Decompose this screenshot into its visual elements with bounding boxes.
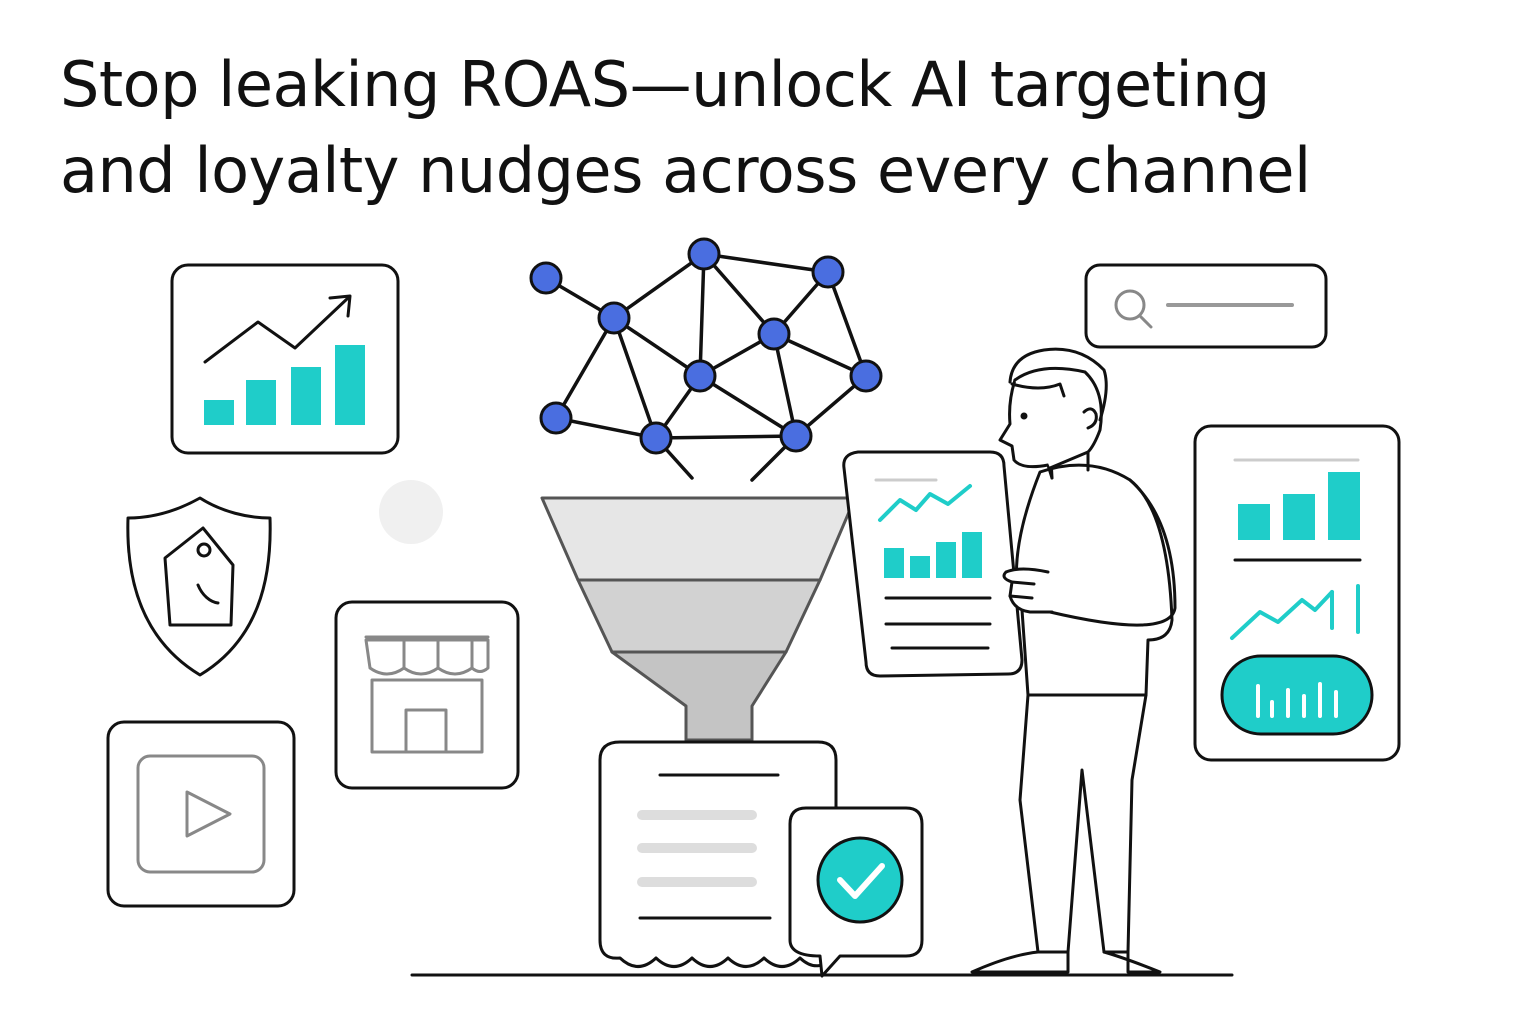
decorative-dot — [379, 480, 443, 544]
shield-tag-icon — [126, 496, 272, 677]
neural-network-icon — [529, 237, 883, 482]
headline: Stop leaking ROAS—unlock AI targeting an… — [60, 42, 1500, 214]
analytics-phone-card — [1193, 424, 1401, 762]
report-sheet — [842, 450, 1024, 678]
headline-line-1: Stop leaking ROAS—unlock AI targeting — [60, 48, 1270, 121]
storefront-icon — [334, 600, 520, 790]
headline-line-2: and loyalty nudges across every channel — [60, 134, 1311, 207]
video-play-icon — [106, 720, 296, 908]
receipt-icon — [598, 740, 838, 968]
search-bar-icon — [1084, 263, 1328, 349]
growth-chart-card — [170, 263, 400, 455]
funnel-icon — [540, 496, 857, 742]
checkmark-badge-icon — [788, 806, 924, 978]
person-with-report — [842, 347, 1177, 974]
